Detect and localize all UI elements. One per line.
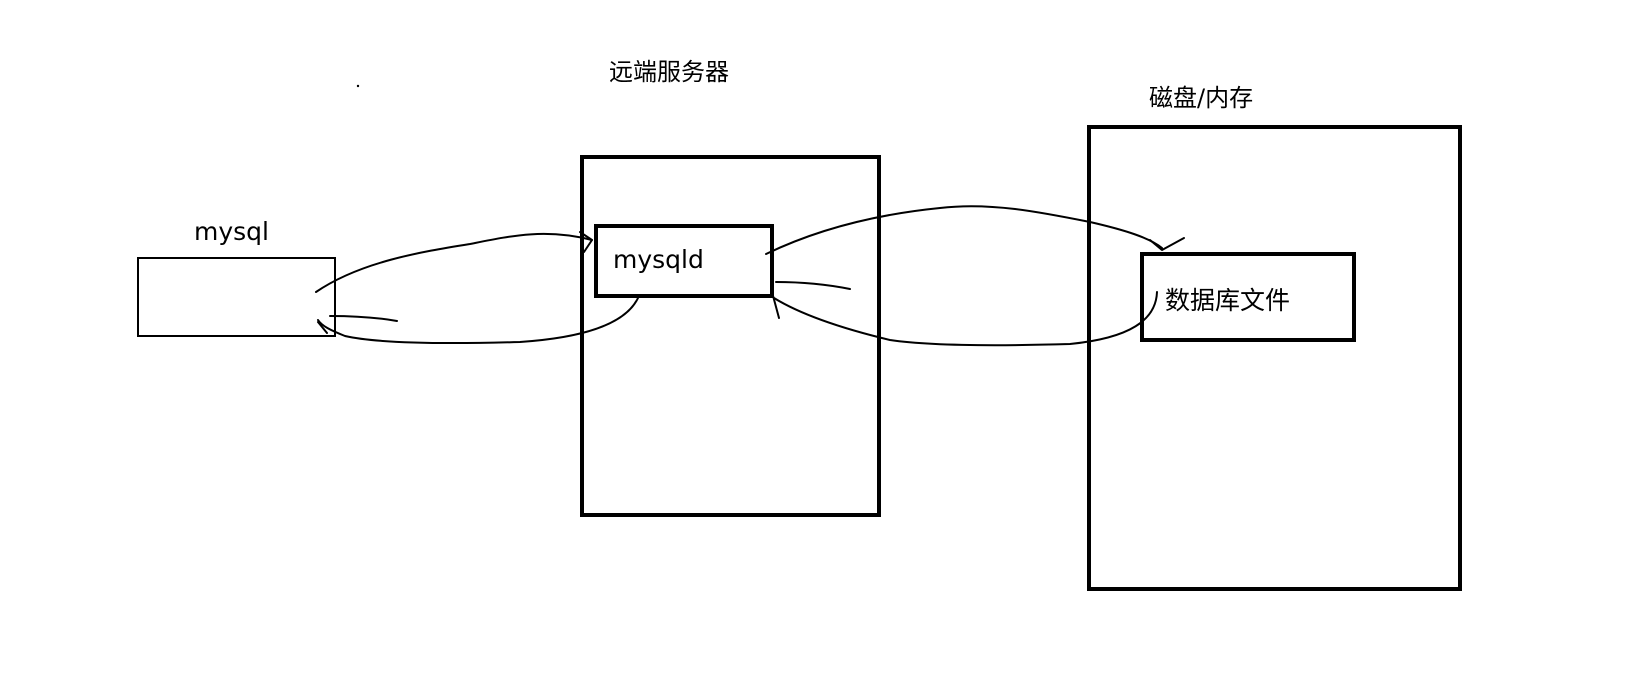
response-arrow-mysqld-to-client xyxy=(317,297,639,345)
database-file-label: 数据库文件 xyxy=(1165,286,1290,315)
write-arrow-file-to-mysqld xyxy=(773,291,1158,347)
read-arrow-mysqld-to-file xyxy=(765,205,1163,255)
response-arrowhead-icon xyxy=(317,315,398,334)
read-arrowhead-icon xyxy=(1149,237,1185,251)
request-arrow-client-to-mysqld xyxy=(315,232,593,293)
stray-dot xyxy=(356,84,360,88)
server-box xyxy=(580,155,881,517)
server-label: 远端服务器 xyxy=(609,58,729,86)
mysqld-label: mysqld xyxy=(613,245,704,274)
client-label: mysql xyxy=(194,217,269,246)
mysqld-box xyxy=(594,224,774,298)
database-file-box xyxy=(1140,252,1356,342)
storage-box xyxy=(1087,125,1462,591)
request-arrowhead-icon xyxy=(579,231,593,253)
storage-label: 磁盘/内存 xyxy=(1149,84,1253,112)
write-arrowhead-icon xyxy=(771,281,851,319)
client-box xyxy=(137,257,336,337)
